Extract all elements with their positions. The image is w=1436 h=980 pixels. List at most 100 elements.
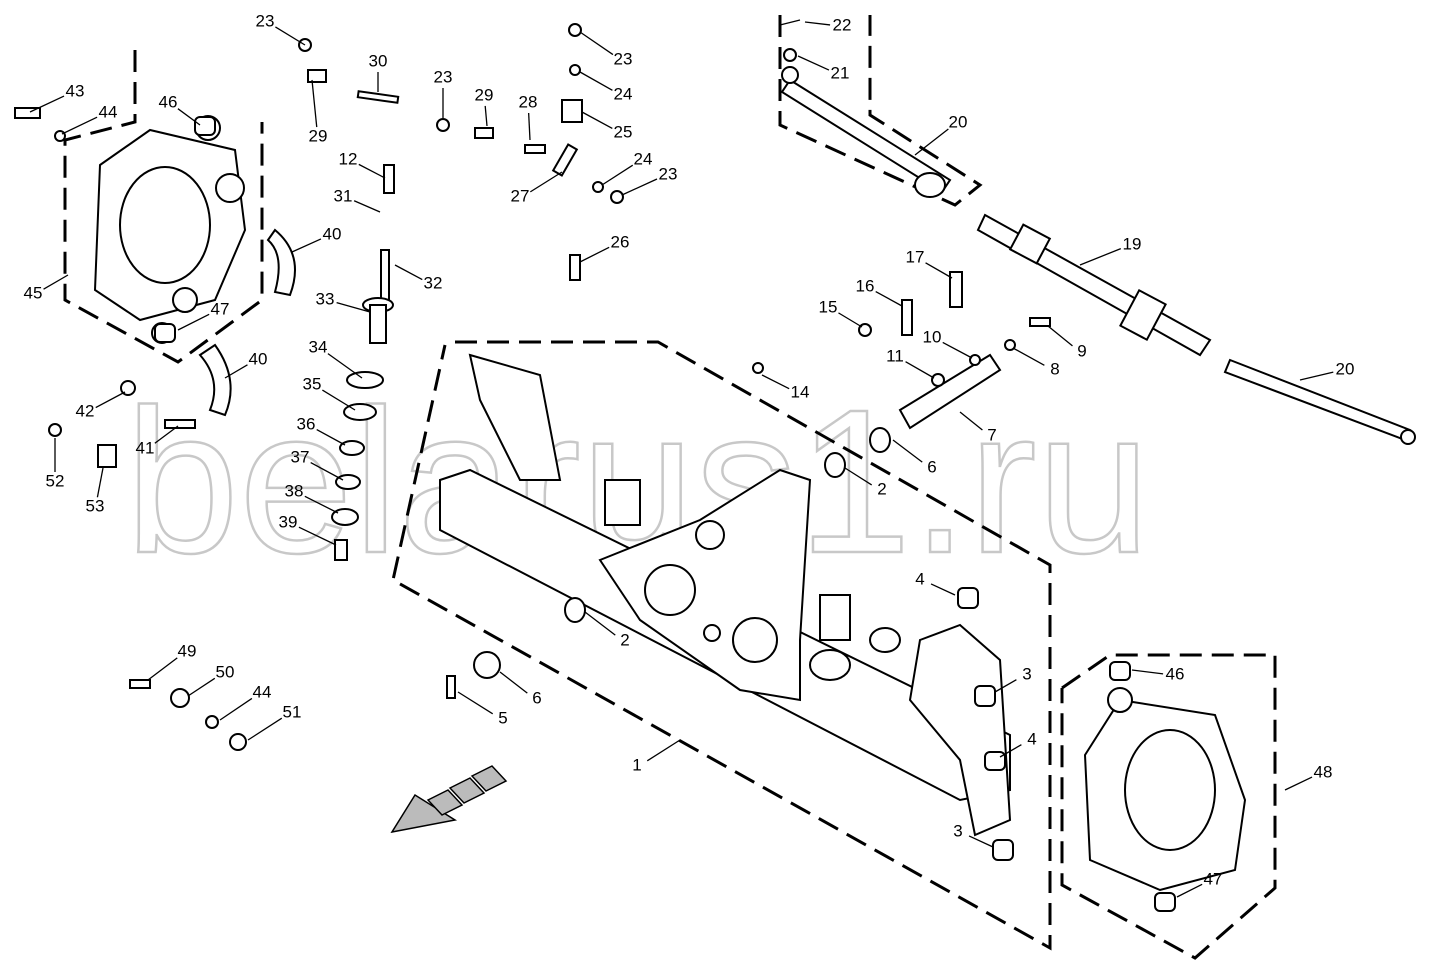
callout-part-49: 49 [178,641,197,660]
leader-line [621,178,658,196]
callout-part-34: 34 [309,337,328,356]
leader-line [147,657,178,681]
callout-part-3: 3 [953,821,962,840]
callout-part-6: 6 [532,688,541,707]
leader-line [601,164,634,186]
callout-part-12: 12 [339,149,358,168]
leader-line [1012,347,1045,366]
callout-part-45: 45 [24,283,43,302]
leader-line [761,374,790,390]
leader-line [177,313,210,331]
left-housing-group-frame [63,50,264,364]
leader-line [336,301,371,313]
leader-line [838,312,863,328]
callout-part-23: 23 [434,67,453,86]
leader-line [1047,325,1073,347]
tie-rod-group-frame [778,15,983,207]
steering-cylinder [976,213,1212,357]
leader-line [999,744,1022,758]
callout-part-8: 8 [1050,359,1059,378]
leader-line [291,238,322,253]
leader-line [579,31,614,56]
leader-line [914,128,949,156]
callout-part-22: 22 [833,15,852,34]
leader-line [43,274,69,290]
callout-part-53: 53 [86,496,105,515]
callout-part-38: 38 [285,481,304,500]
callout-part-29: 29 [309,126,328,145]
tie-rod-left [780,66,952,198]
front-axle-beam [439,353,1012,837]
leader-line [1284,776,1313,791]
leader-line [942,341,973,359]
leader-line [61,116,98,135]
callout-part-23: 23 [614,49,633,68]
leader-line [1131,669,1164,675]
leader-line [484,105,488,127]
leader-line [925,262,953,279]
tie-rod-right [1223,358,1416,445]
callout-part-15: 15 [819,297,838,316]
callout-part-46: 46 [1166,664,1185,683]
leader-line [327,353,363,379]
leader-line [95,391,126,409]
leader-line [892,439,923,463]
hardware-parts [14,19,1176,912]
leader-line [905,361,935,379]
callout-part-3: 3 [1022,664,1031,683]
callout-part-31: 31 [334,186,353,205]
callout-part-50: 50 [216,662,235,681]
callout-part-33: 33 [316,289,335,308]
leader-line [311,79,318,128]
callout-part-1: 1 [632,755,641,774]
callout-part-39: 39 [279,512,298,531]
callout-part-20: 20 [949,112,968,131]
callout-part-24: 24 [614,84,633,103]
leader-line [457,691,494,715]
leader-line [224,364,248,379]
callout-part-5: 5 [498,708,507,727]
callout-part-19: 19 [1123,234,1142,253]
leader-line [353,200,381,213]
brake-segment-lower [198,343,232,417]
leader-line [968,835,994,848]
leader-line [579,246,610,263]
callout-part-40: 40 [323,224,342,243]
callout-part-7: 7 [987,425,996,444]
leader-line [298,526,337,546]
callout-part-21: 21 [831,63,850,82]
callout-part-24: 24 [634,149,653,168]
leader-line [529,171,563,193]
leader-line [247,717,283,741]
callout-part-44: 44 [99,102,118,121]
callout-part-14: 14 [791,382,810,401]
leader-line [275,26,306,46]
leader-line [994,679,1017,693]
callout-part-41: 41 [136,438,155,457]
leader-line [1299,371,1334,381]
leader-line [316,428,346,446]
leader-line [219,697,253,721]
leader-line [581,111,613,130]
leader-line [304,495,339,514]
callout-part-4: 4 [915,569,924,588]
leader-line [844,467,873,486]
callout-part-46: 46 [159,92,178,111]
leader-line [499,671,528,694]
leader-line [959,411,983,431]
callout-part-23: 23 [659,164,678,183]
callout-part-20: 20 [1336,359,1355,378]
callout-part-6: 6 [927,457,936,476]
callout-part-47: 47 [211,299,230,318]
callout-part-52: 52 [46,471,65,490]
leader-line [29,95,65,113]
leader-line [358,163,386,179]
callout-part-26: 26 [611,232,630,251]
leader-line [1079,247,1122,266]
right-housing-group-frame [1060,653,1277,960]
kingpin-stack [331,164,395,561]
callout-part-36: 36 [297,414,316,433]
front-direction-arrow [390,765,508,834]
axle-group-frame [391,340,1052,951]
